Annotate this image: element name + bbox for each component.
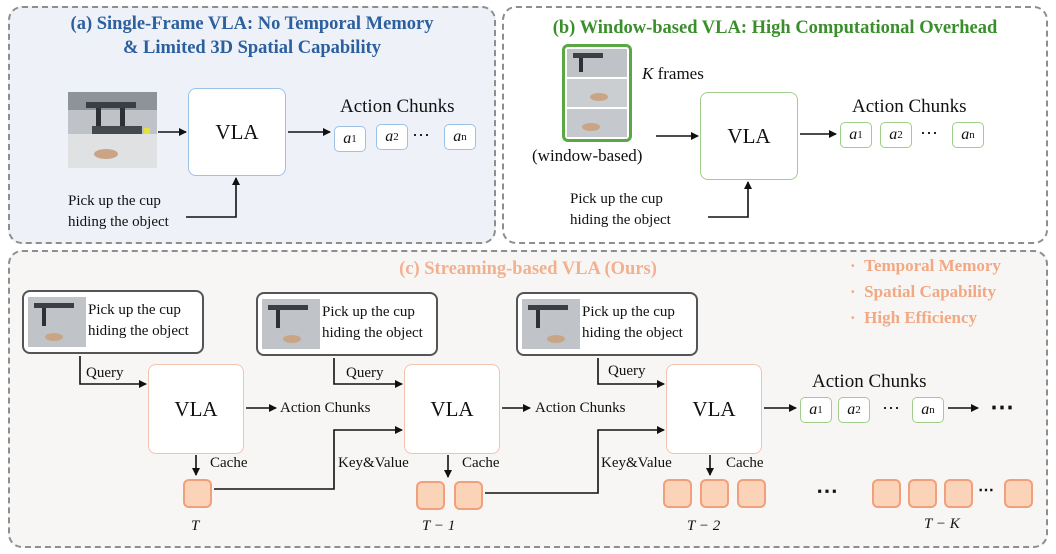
- bullet-high-efficiency: · High Efficiency: [850, 308, 978, 327]
- language-instruction: Pick up the cup hiding the object: [68, 193, 169, 230]
- action-chunks-label: Action Chunks: [852, 96, 967, 117]
- kv-cache-block: [416, 481, 445, 510]
- vla-model-box-t: VLA: [148, 364, 244, 454]
- cache-label: Cache: [726, 455, 764, 471]
- panel-c-title: (c) Streaming-based VLA (Ours): [399, 259, 657, 279]
- cache-ellipsis: ⋯: [816, 478, 838, 503]
- arrow-query-t-1: [333, 358, 403, 388]
- observation-frame-image: [68, 92, 157, 168]
- query-card-t-2: Pick up the cup hiding the object: [516, 292, 698, 356]
- robot-scene-image: [262, 299, 320, 349]
- panel-b-title: (b) Window-based VLA: High Computational…: [552, 18, 998, 38]
- kv-cache-block: [944, 479, 973, 508]
- language-instruction: Pick up the cup hiding the object: [570, 191, 671, 228]
- query-label: Query: [86, 365, 124, 381]
- arrow-instruction-to-vla: [708, 181, 752, 218]
- action-chunks-label: Action Chunks: [340, 96, 455, 117]
- query-card-t-1: Pick up the cup hiding the object: [256, 292, 438, 356]
- robot-scene-image: [68, 92, 157, 168]
- cache-label: Cache: [210, 455, 248, 471]
- query-label: Query: [608, 363, 646, 379]
- action-chunks-label: Action Chunks: [280, 400, 371, 416]
- time-label-t: T: [191, 518, 200, 534]
- robot-frames-image: [567, 49, 627, 137]
- time-label-t-2: T − 2: [687, 518, 721, 534]
- vla-model-box: VLA: [188, 88, 286, 176]
- vla-model-box: VLA: [700, 92, 798, 180]
- robot-scene-image: [28, 297, 86, 347]
- ellipsis: ⋯: [412, 125, 430, 145]
- ellipsis: ⋯: [920, 123, 938, 143]
- k-frames-label: K frames: [642, 64, 704, 83]
- panel-b: [502, 6, 1048, 244]
- kv-cache-block: [454, 481, 483, 510]
- arrow-query-t: [79, 356, 147, 388]
- bullet-spatial-capability: · Spatial Capability: [850, 282, 996, 301]
- continuation-ellipsis: ⋯: [990, 395, 1014, 421]
- kv-cache-block: [872, 479, 901, 508]
- key-value-label: Key&Value: [338, 455, 409, 471]
- robot-scene-image: [522, 299, 580, 349]
- kv-cache-block: [183, 479, 212, 508]
- action-chunks-label: Action Chunks: [812, 371, 927, 392]
- kv-cache-block: [663, 479, 692, 508]
- ellipsis: ⋯: [882, 398, 900, 418]
- kv-cache-block: [700, 479, 729, 508]
- vla-model-box-t-2: VLA: [666, 364, 762, 454]
- time-label-t-1: T − 1: [422, 518, 456, 534]
- arrow-kv-to-next-vla: [214, 426, 403, 490]
- bullet-temporal-memory: · Temporal Memory: [850, 256, 1001, 275]
- arrow-kv-to-next-vla: [485, 426, 665, 494]
- key-value-label: Key&Value: [601, 455, 672, 471]
- arrow-instruction-to-vla: [186, 177, 240, 218]
- panel-a-title: (a) Single-Frame VLA: No Temporal Memory…: [70, 14, 434, 58]
- action-chunks-label: Action Chunks: [535, 400, 626, 416]
- arrow-query-t-2: [597, 358, 665, 388]
- vla-model-box-t-1: VLA: [404, 364, 500, 454]
- kv-cache-block: [737, 479, 766, 508]
- time-label-t-k: T − K: [924, 516, 960, 532]
- query-label: Query: [346, 365, 384, 381]
- query-card-t: Pick up the cup hiding the object: [22, 290, 204, 354]
- window-frames-stack: [562, 44, 632, 142]
- kv-cache-block: [908, 479, 937, 508]
- window-based-label: (window-based): [532, 146, 643, 165]
- cache-label: Cache: [462, 455, 500, 471]
- kv-cache-block: [1004, 479, 1033, 508]
- cache-ellipsis: ⋯: [978, 482, 994, 499]
